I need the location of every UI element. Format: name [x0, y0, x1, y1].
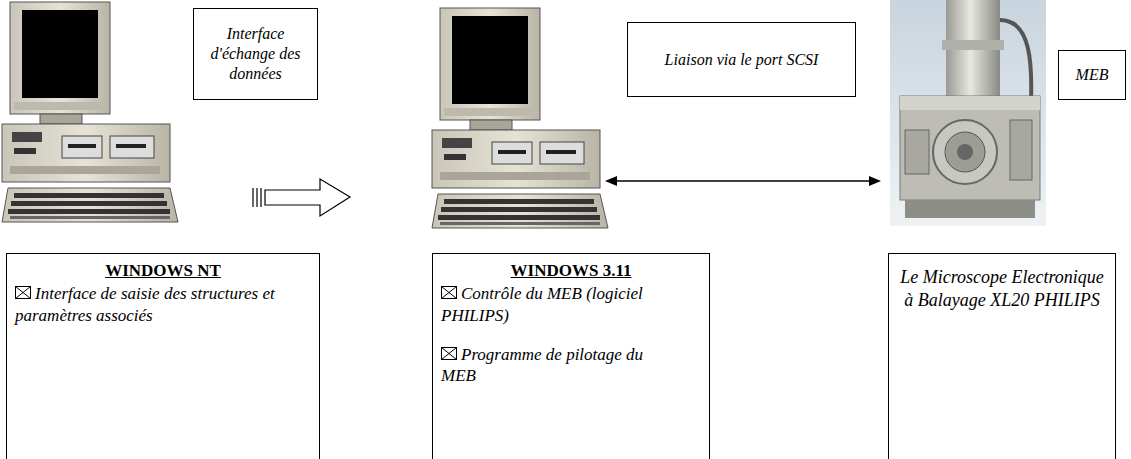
link-box: Liaison via le port SCSI [627, 22, 856, 97]
box-text: Interface d'échange des données [200, 24, 311, 84]
envelope-icon [441, 286, 457, 299]
box-text: MEB [1063, 65, 1121, 85]
os-heading: WINDOWS NT [15, 260, 311, 281]
device-box: Le Microscope Electronique à Balayage XL… [888, 253, 1116, 459]
box-text: Interface de saisie des structures et pa… [15, 283, 305, 326]
box-text: Programme de pilotage du MEB [441, 344, 651, 387]
os-box: WINDOWS NTInterface de saisie des struct… [6, 253, 320, 459]
label-box: MEB [1058, 50, 1126, 100]
box-text: Contrôle du MEB (logiciel PHILIPS) [441, 283, 651, 326]
box-text: Le Microscope Electronique à Balayage XL… [899, 266, 1105, 311]
envelope-icon [15, 286, 31, 299]
os-heading: WINDOWS 3.11 [441, 260, 701, 281]
hollow-arrow [253, 179, 350, 216]
os-box: WINDOWS 3.11Contrôle du MEB (logiciel PH… [432, 253, 710, 459]
interface-box: Interface d'échange des données [193, 8, 318, 100]
box-text: Liaison via le port SCSI [634, 50, 849, 70]
envelope-icon [441, 347, 457, 360]
double-arrow [605, 176, 881, 186]
microscope-photo [890, 0, 1046, 226]
